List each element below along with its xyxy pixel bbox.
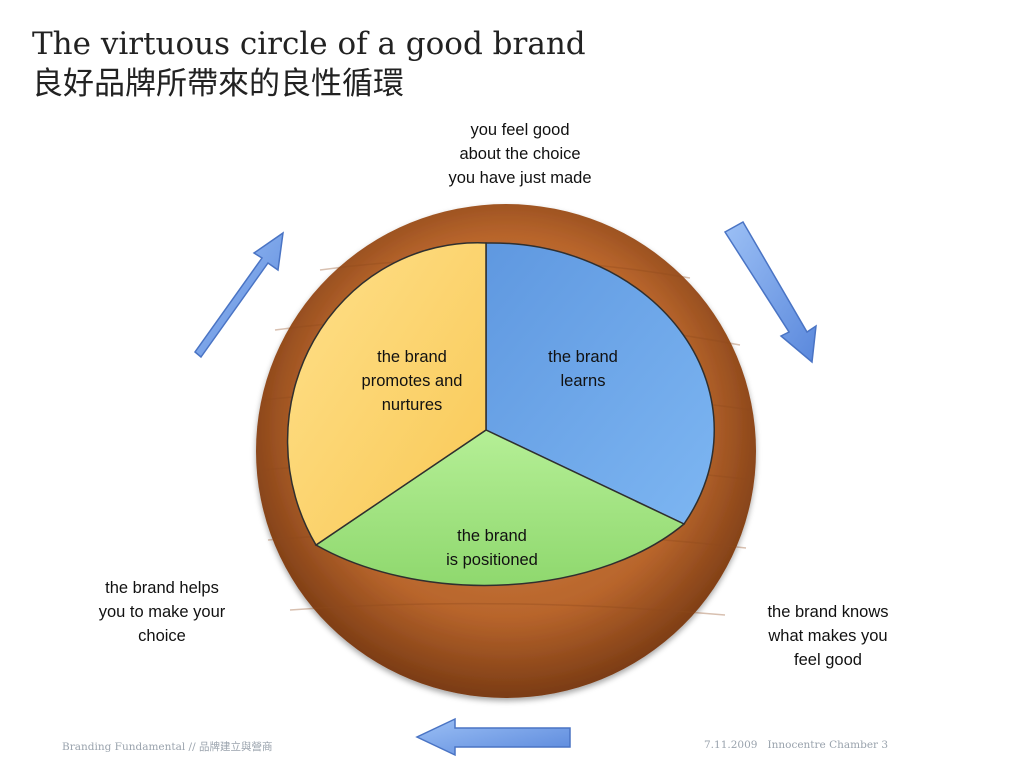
arrow-left-icon <box>415 717 571 757</box>
footer-right: 7.11.2009 Innocentre Chamber 3 <box>704 739 889 751</box>
title-chinese: 良好品牌所帶來的良性循環 <box>32 66 404 102</box>
segment-learns-label: the brand learns <box>548 348 618 390</box>
arrow-down-right-icon <box>723 220 817 364</box>
segment-promotes <box>286 242 487 547</box>
segment-promotes-label: the brand promotes and nurtures <box>361 348 463 414</box>
slide-title: The virtuous circle of a good brand 良好品牌… <box>32 24 586 104</box>
label-brand-knows: the brand knows what makes you feel good <box>767 603 889 669</box>
segment-learns <box>485 242 715 525</box>
arrow-up-right-icon <box>193 231 284 359</box>
title-english: The virtuous circle of a good brand <box>32 26 586 62</box>
segment-positioned-label: the brand is positioned <box>446 527 538 569</box>
footer-left: Branding Fundamental // 品牌建立與營商 <box>62 741 273 753</box>
label-brand-helps: the brand helps you to make your choice <box>98 579 226 645</box>
label-you-feel-good: you feel good about the choice you have … <box>448 121 592 187</box>
segment-positioned <box>314 429 686 587</box>
